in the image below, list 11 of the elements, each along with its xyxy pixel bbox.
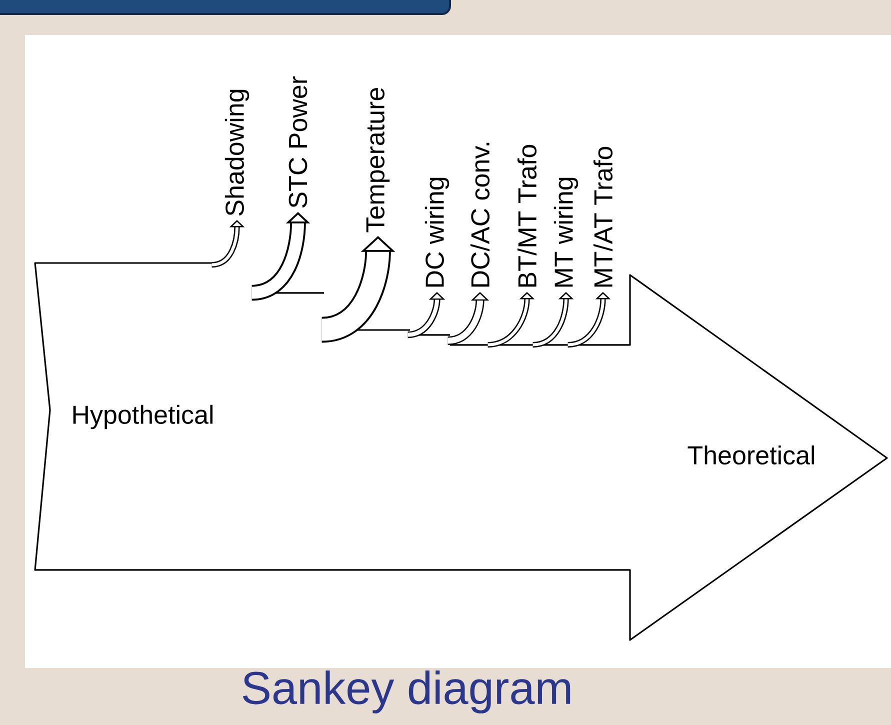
loss-label: Temperature — [366, 88, 390, 232]
loss-label: MT/AT Trafo — [593, 146, 613, 287]
flow-label: Theoretical — [688, 445, 814, 465]
loss-label: DC wiring — [424, 178, 450, 287]
loss-label: MT wiring — [554, 178, 578, 287]
caption: Sankey diagram — [242, 670, 570, 714]
loss-label: Shadowing — [224, 90, 250, 216]
loss-label: DC/AC conv. — [470, 142, 490, 287]
loss-label: BT/MT Trafo — [517, 144, 537, 287]
loss-label: STC Power — [288, 76, 308, 208]
flow-label: Hypothetical — [73, 404, 213, 430]
